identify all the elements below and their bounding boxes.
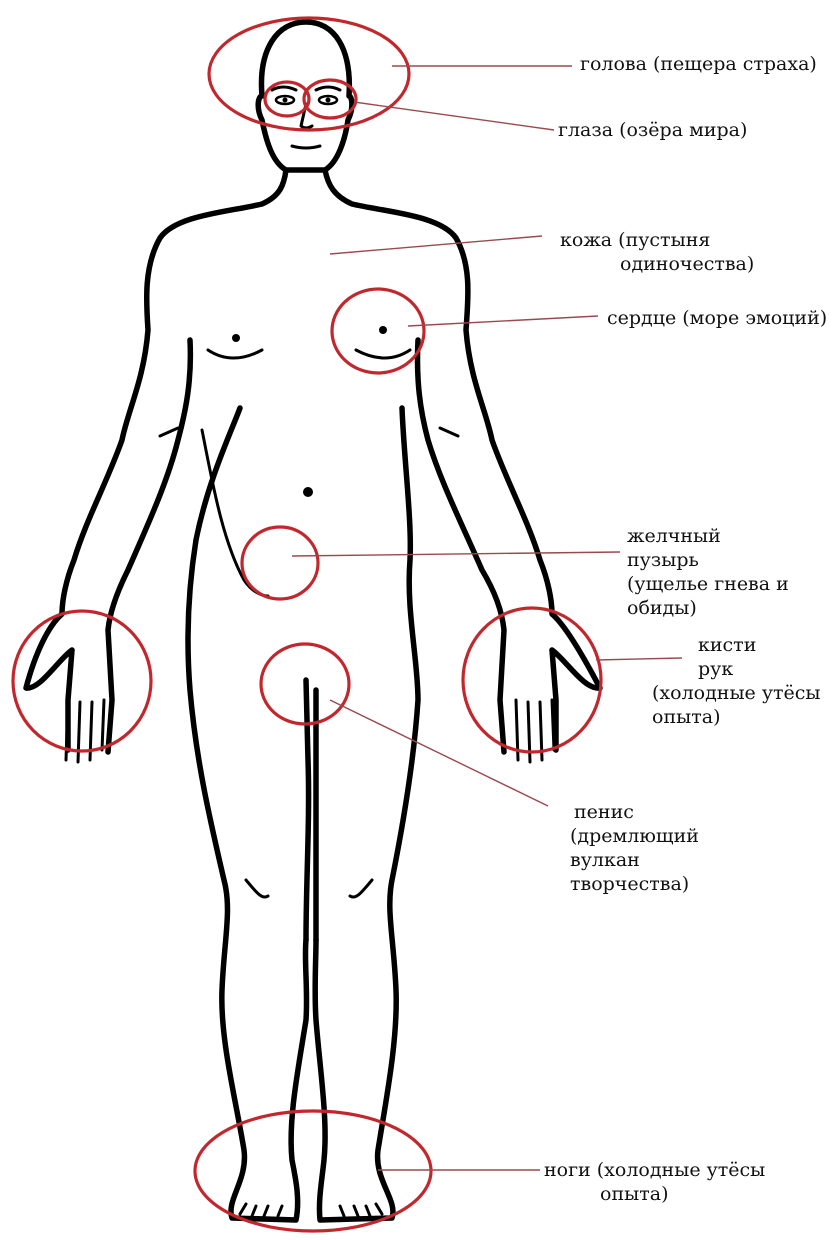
gallbladder-label: желчный пузырь (ущелье гнева и обиды): [627, 524, 789, 620]
left-fingers: [66, 700, 104, 762]
right-inner-arm: [417, 340, 504, 752]
skin-label-line-1: кожа (пустыня: [560, 228, 754, 252]
left-knee: [246, 880, 268, 897]
gallbladder-label-line-4: обиды): [627, 596, 789, 620]
human-figure: [26, 22, 600, 1220]
hands-label-line-4: опыта): [652, 705, 821, 729]
eyes-leader: [354, 102, 554, 130]
penis-label: пенис (дремлющий вулкан творчества): [570, 800, 699, 896]
gallbladder-label-line-2: пузырь: [627, 548, 789, 572]
feet-ring: [195, 1111, 431, 1231]
right-nipple: [379, 326, 387, 334]
left-nipple: [232, 334, 240, 342]
hands-label-line-3: (холодные утёсы: [652, 681, 821, 705]
chest-line-right: [356, 350, 410, 358]
heart-label: сердце (море эмоций): [607, 306, 827, 330]
left-toes: [240, 1204, 282, 1216]
head-ring: [209, 18, 409, 130]
heart-ring: [332, 289, 424, 373]
left-pupil: [283, 98, 288, 103]
gallbladder-leader: [292, 552, 620, 556]
right-knee: [350, 880, 372, 897]
left-elbow-crease: [160, 428, 178, 436]
eyes-label-line: глаза (озёра мира): [558, 118, 747, 142]
eyes-label: глаза (озёра мира): [558, 118, 747, 142]
left-body-contour: [26, 170, 307, 1220]
right-elbow-crease: [440, 428, 458, 436]
hands-label: кисти рук (холодные утёсы опыта): [652, 633, 821, 729]
head-label: голова (пещера страха): [580, 52, 817, 76]
heart-label-line: сердце (море эмоций): [607, 306, 827, 330]
left-hand-ring: [13, 611, 151, 751]
gallbladder-ring: [242, 527, 318, 599]
right-eyebrow: [316, 87, 340, 90]
feet-label: ноги (холодные утёсы опыта): [544, 1158, 765, 1206]
right-pupil: [326, 98, 331, 103]
right-body-contour: [315, 170, 600, 1220]
penis-label-line-1: пенис: [570, 800, 699, 824]
right-toes: [340, 1204, 382, 1216]
gallbladder-label-line-1: желчный: [627, 524, 789, 548]
feet-label-line-1: ноги (холодные утёсы: [544, 1158, 765, 1182]
skin-leader: [330, 236, 542, 254]
chest-line-left: [208, 350, 262, 358]
hands-label-line-1: кисти: [652, 633, 821, 657]
penis-label-line-3: вулкан: [570, 848, 699, 872]
left-hip-line: [202, 430, 268, 596]
groin-line: [306, 680, 309, 940]
penis-label-line-2: (дремлющий: [570, 824, 699, 848]
feet-label-line-2: опыта): [544, 1182, 765, 1206]
gallbladder-label-line-3: (ущелье гнева и: [627, 572, 789, 596]
mouth: [292, 146, 320, 148]
head-label-line: голова (пещера страха): [580, 52, 817, 76]
left-eyebrow: [272, 87, 296, 90]
highlight-rings: [13, 18, 601, 1231]
skin-label-line-2: одиночества): [560, 252, 754, 276]
penis-label-line-4: творчества): [570, 872, 699, 896]
heart-leader: [408, 316, 598, 326]
hands-label-line-2: рук: [652, 657, 821, 681]
skin-label: кожа (пустыня одиночества): [560, 228, 754, 276]
navel: [303, 487, 313, 497]
